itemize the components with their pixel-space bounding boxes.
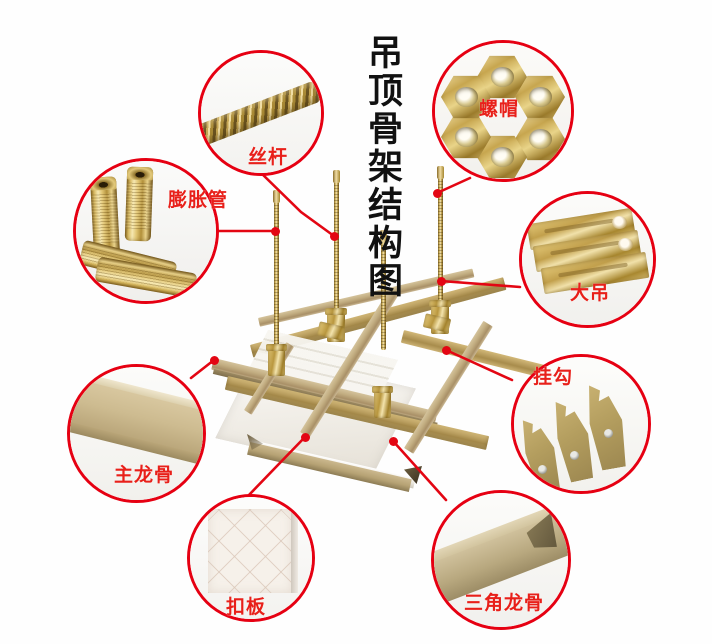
ceiling-panel-tile bbox=[208, 509, 292, 593]
callout-label-triangle-keel: 三角龙骨 bbox=[464, 592, 545, 614]
callout-expansion-tube[interactable] bbox=[73, 158, 219, 304]
hook-photo bbox=[514, 357, 648, 491]
threaded-rod-tip-3 bbox=[380, 230, 387, 243]
leader-dot-ceiling-panel bbox=[300, 432, 310, 442]
callout-label-hook: 挂勾 bbox=[533, 366, 574, 388]
callout-label-main-keel: 主龙骨 bbox=[114, 464, 175, 486]
leader-dot-triangle-keel bbox=[388, 436, 398, 446]
big-hanger-clip-1 bbox=[268, 348, 285, 376]
leader-dot-hook bbox=[441, 345, 451, 355]
nut-2 bbox=[515, 75, 565, 119]
leader-dot-nut bbox=[432, 188, 442, 198]
leader-dot-big-hanger bbox=[436, 276, 446, 286]
nut-on-clip-4 bbox=[429, 300, 451, 307]
leader-dot-expansion-tube bbox=[270, 226, 280, 236]
callout-triangle-keel[interactable] bbox=[431, 490, 571, 630]
nut-photo bbox=[435, 43, 571, 179]
threaded-rod-closeup bbox=[201, 80, 321, 148]
callout-label-expansion-tube: 膨胀管 bbox=[168, 189, 229, 211]
ceiling-panel-photo bbox=[190, 497, 312, 619]
leader-dot-main-keel bbox=[209, 355, 219, 365]
nut-6 bbox=[441, 75, 491, 119]
callout-label-nut: 螺帽 bbox=[479, 98, 520, 120]
callout-label-big-hanger: 大吊 bbox=[570, 282, 611, 304]
callout-big-hanger[interactable] bbox=[519, 191, 656, 328]
leader-dot-threaded-rod bbox=[329, 231, 339, 241]
big-hanger-hole-1 bbox=[612, 216, 627, 229]
threaded-rod-tip-2 bbox=[333, 170, 340, 183]
callout-label-threaded-rod: 丝杆 bbox=[248, 146, 289, 168]
hook-dot-2 bbox=[570, 451, 579, 460]
threaded-rod-4 bbox=[438, 172, 443, 314]
threaded-rod-tip-1 bbox=[273, 190, 280, 203]
hook-dot-3 bbox=[604, 429, 613, 438]
threaded-rod-1 bbox=[274, 196, 279, 356]
big-hanger-photo bbox=[522, 194, 653, 325]
callout-nut[interactable] bbox=[432, 40, 574, 182]
callout-hook[interactable] bbox=[511, 354, 651, 494]
threaded-rod-2 bbox=[334, 176, 339, 324]
page-title: 吊顶骨架结构图 bbox=[362, 34, 402, 300]
main-keel-photo bbox=[70, 367, 203, 500]
nut-on-clip-3 bbox=[372, 386, 393, 393]
anchor-bolt-2 bbox=[124, 166, 154, 242]
triangle-keel-photo bbox=[434, 493, 568, 627]
nut-on-clip-1 bbox=[266, 344, 287, 351]
big-hanger-clip-3 bbox=[374, 390, 391, 418]
big-hanger-hole-2 bbox=[618, 238, 633, 251]
callout-main-keel[interactable] bbox=[67, 364, 206, 503]
ceiling-panel-side bbox=[291, 507, 298, 593]
threaded-rod-3 bbox=[381, 236, 386, 350]
nut-5 bbox=[441, 115, 491, 159]
hook-dot-1 bbox=[538, 465, 547, 474]
threaded-rod-photo bbox=[201, 53, 321, 173]
nut-on-clip-2 bbox=[325, 308, 347, 315]
callout-label-ceiling-panel: 扣板 bbox=[226, 596, 267, 618]
threaded-rod-tip-4 bbox=[437, 166, 444, 179]
expansion-tube-photo bbox=[76, 161, 216, 301]
callout-ceiling-panel[interactable] bbox=[187, 494, 315, 622]
callout-threaded-rod[interactable] bbox=[198, 50, 324, 176]
